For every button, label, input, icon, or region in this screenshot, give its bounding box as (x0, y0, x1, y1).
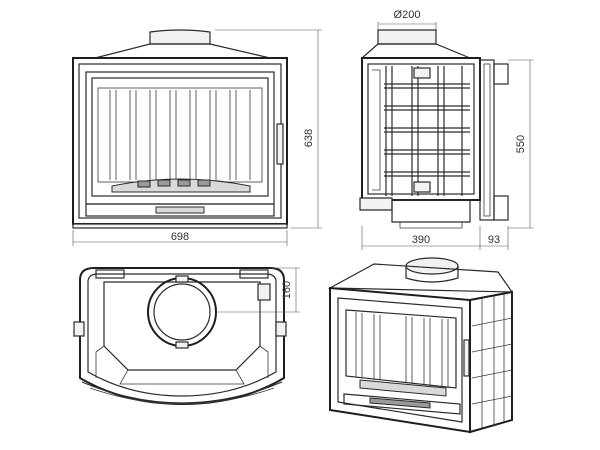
side-top-clip (413, 67, 431, 79)
persp-door-handle (463, 339, 470, 377)
side-hood (360, 43, 471, 59)
side-ribs (384, 66, 470, 196)
front-view: 638 698 (72, 29, 322, 246)
top-door-arc (81, 381, 283, 404)
front-flue-collar (149, 29, 211, 45)
top-flue-inner (153, 283, 211, 341)
side-base-foot (399, 222, 463, 229)
side-flue-collar (377, 29, 437, 45)
top-door-arc-inner (89, 387, 275, 405)
persp-hood (327, 263, 514, 293)
top-view: 160 (73, 267, 300, 406)
persp-front-face (329, 286, 471, 434)
top-right-clip (257, 283, 271, 301)
side-extra-label: 93 (488, 234, 500, 246)
front-grate-slots (137, 179, 211, 188)
front-base (72, 223, 288, 229)
top-firebox-right-wing (259, 345, 269, 378)
front-glass-frame (91, 77, 269, 197)
side-height-label: 550 (515, 135, 527, 153)
front-inner-frame (78, 63, 282, 219)
top-firebox-front (119, 369, 245, 385)
side-bottom-clip (413, 181, 431, 193)
side-base-left (359, 197, 393, 211)
persp-ash-drawer (343, 393, 461, 415)
perspective-view (327, 257, 514, 434)
top-offset-label: 160 (281, 281, 293, 299)
top-firebox (103, 281, 261, 371)
side-diameter-label: Ø200 (394, 9, 421, 21)
top-flue-tab-top (175, 275, 189, 283)
persp-flue-side (405, 266, 459, 283)
front-height-label: 638 (303, 129, 315, 147)
side-door-top-cap (493, 63, 509, 85)
side-body-inner (367, 63, 475, 195)
side-door-profile (479, 59, 495, 221)
side-depth-label: 390 (412, 234, 430, 246)
front-rear-bars (109, 90, 251, 180)
front-width-label: 698 (171, 231, 189, 243)
top-outer-shell (79, 267, 285, 406)
top-right-bracket (275, 321, 287, 337)
top-flue-outer (147, 277, 217, 347)
persp-door-frame (337, 297, 463, 423)
top-back-right-tab (239, 269, 269, 279)
persp-air-control (369, 397, 431, 409)
side-door-profile-inner (483, 63, 491, 217)
front-glass (97, 87, 263, 183)
persp-side-face (469, 290, 513, 434)
top-back-left-tab (95, 269, 125, 279)
front-door-handle (276, 123, 284, 165)
front-ash-drawer (85, 203, 275, 217)
side-base-box (391, 199, 471, 223)
front-air-control (155, 206, 205, 214)
persp-grate (359, 379, 447, 397)
persp-rear-bars (355, 312, 449, 388)
side-left-flange (372, 69, 381, 191)
top-firebox-left-wing (95, 345, 105, 378)
side-door-bottom-cap (493, 195, 509, 221)
front-outer-frame (72, 57, 288, 225)
top-flue-tab-bottom (175, 341, 189, 349)
persp-side-ribs (471, 294, 513, 428)
top-inner-shell (87, 273, 277, 397)
persp-glass (345, 309, 457, 389)
top-left-bracket (73, 321, 85, 337)
side-view: Ø200 (359, 9, 534, 250)
front-hood (94, 43, 271, 59)
